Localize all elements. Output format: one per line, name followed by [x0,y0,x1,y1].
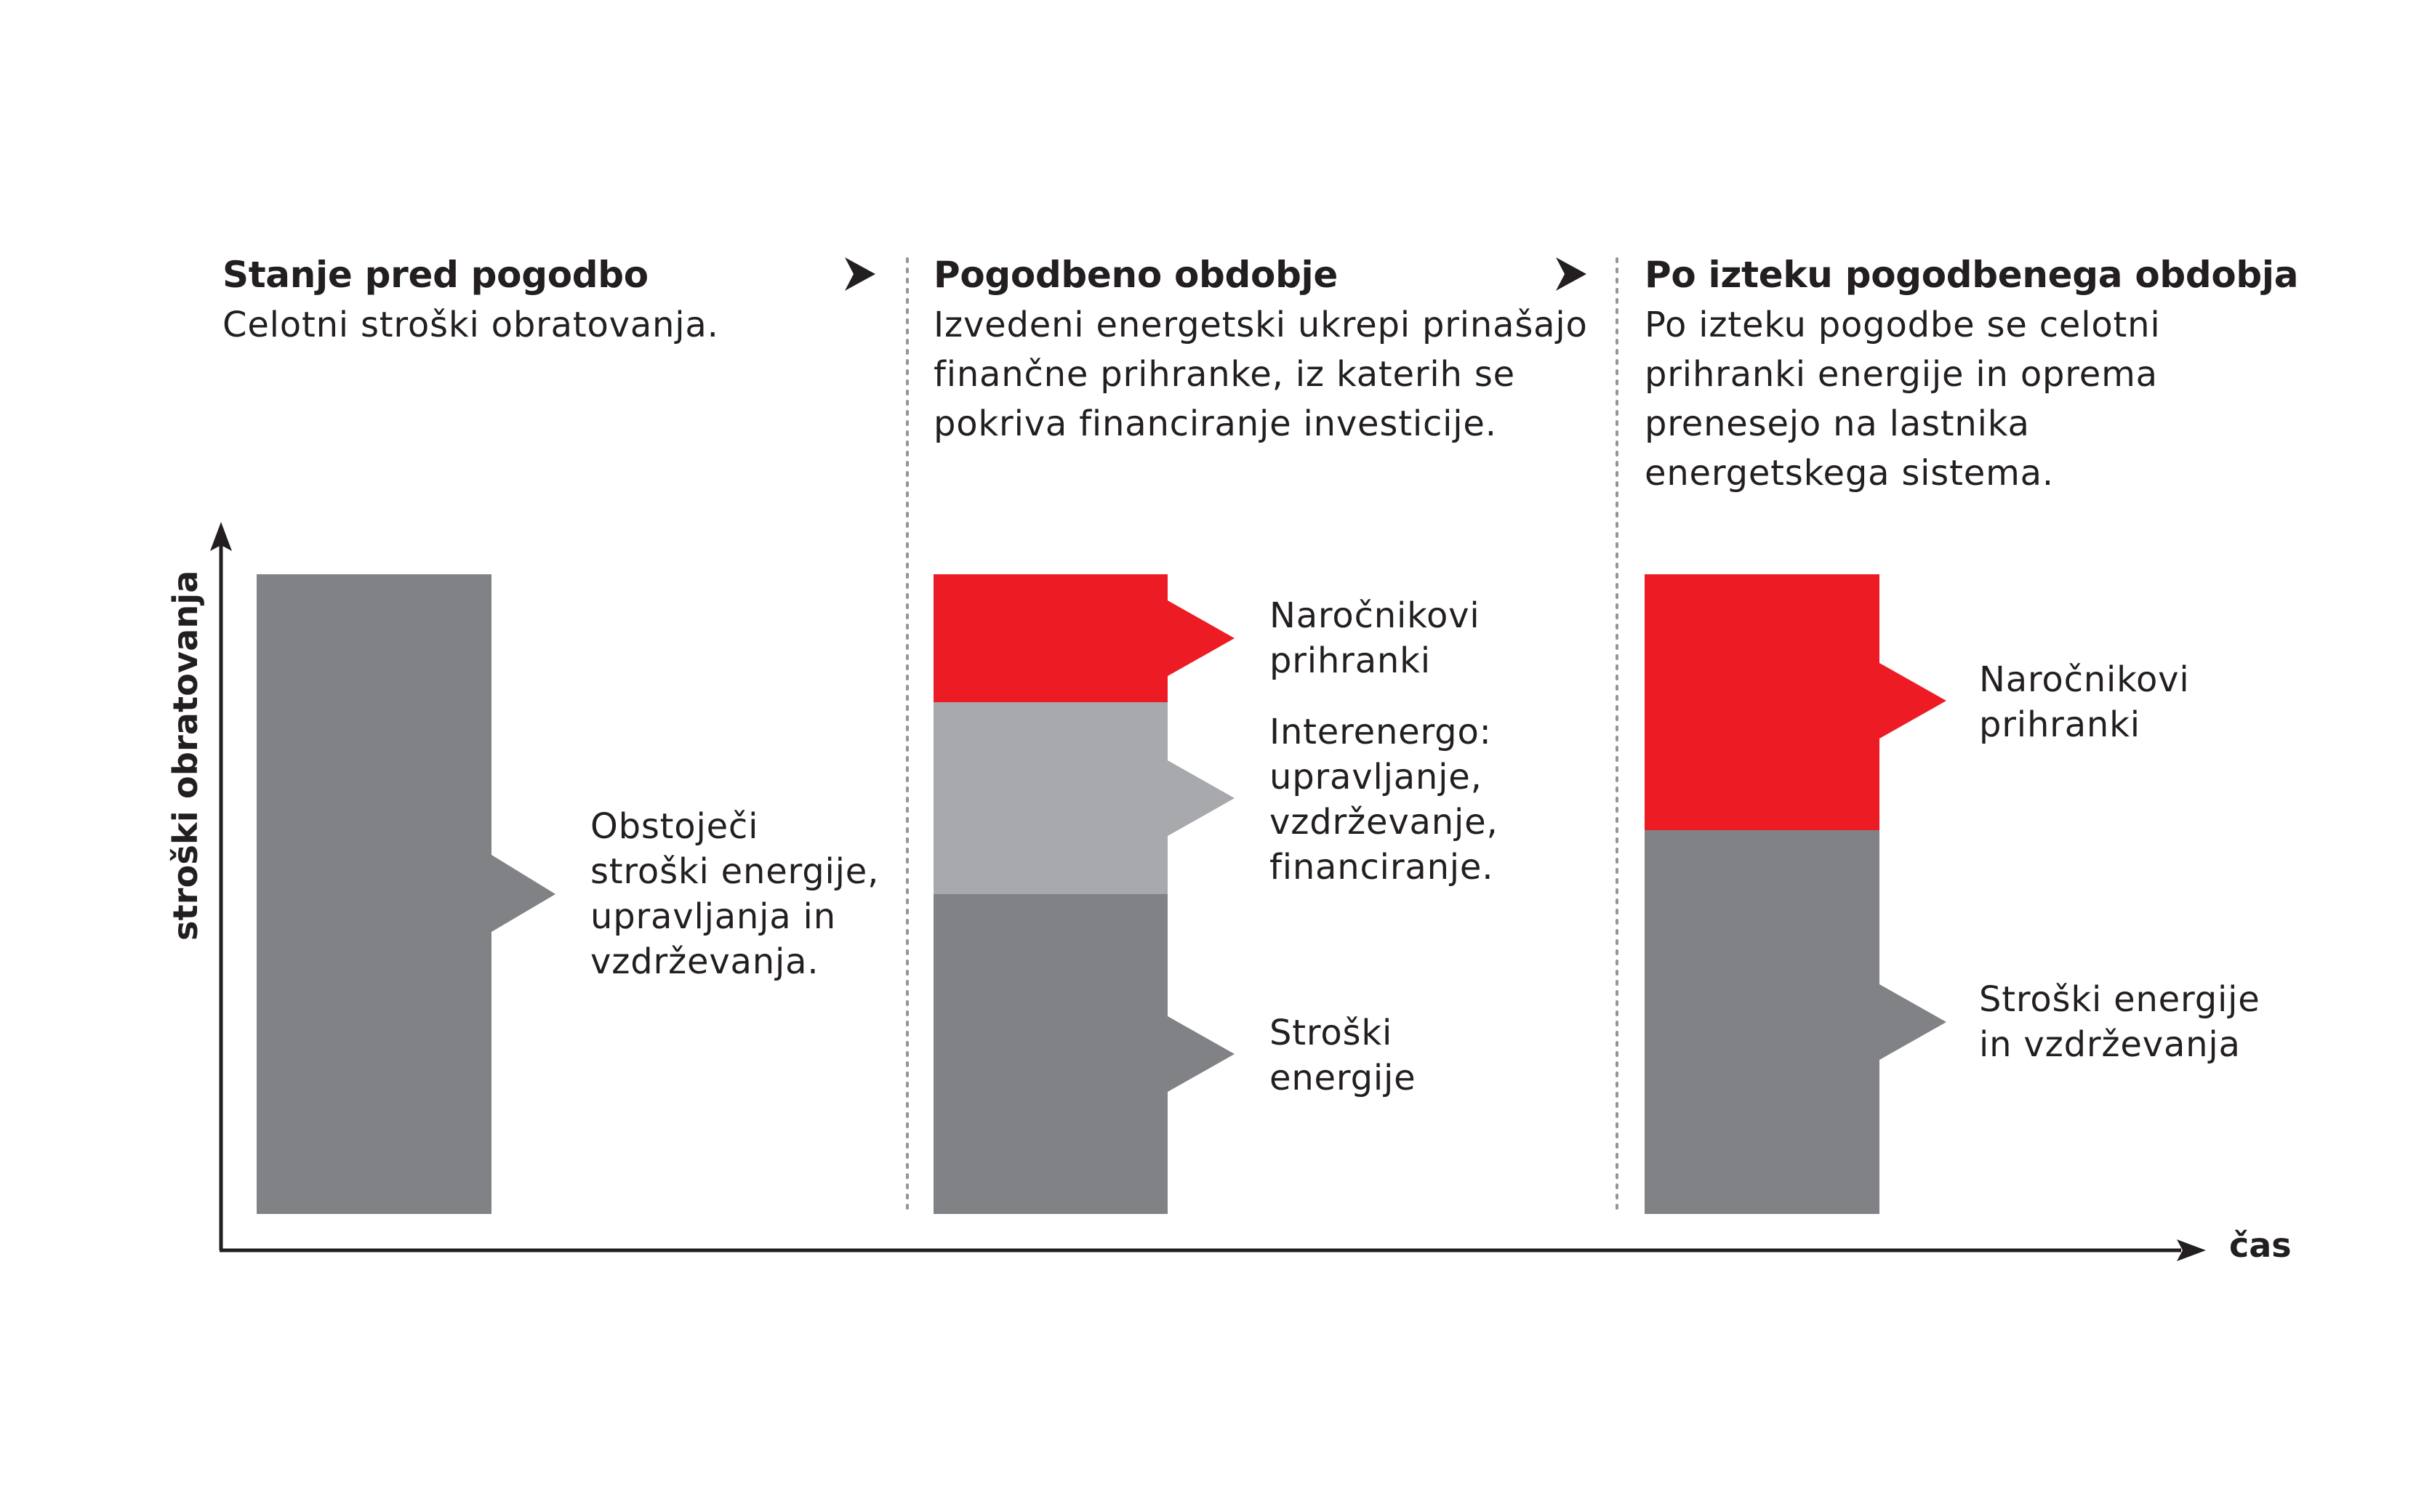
column-2-description: Izvedeni energetski ukrepi prinašajo fin… [934,305,1588,444]
column-2-energy-costs-label: Stroški energije [1269,1013,1416,1098]
column-3-energy-maintenance-bar [1645,830,1946,1214]
y-axis-label: stroški obratovanja [166,570,205,941]
column-2-title: Pogodbeno obdobje [934,254,1339,296]
column-2-interenergo-label: Interenergo: upravljanje, vzdrževanje, f… [1269,712,1498,888]
column-3-client-savings-bar [1645,574,1946,830]
column-3-title: Po izteku pogodbenega obdobja [1645,254,2299,296]
column-1-title: Stanje pred pogodbo [222,254,649,296]
column-2-interenergo-bar [934,702,1235,894]
column-1-existing-costs-bar [257,574,555,1214]
column-2-energy-costs-bar [934,894,1235,1214]
column-3-description: Po izteku pogodbe se celotni prihranki e… [1645,305,2161,494]
chevron-right-icon [845,257,875,291]
x-axis-label: čas [2229,1226,2292,1265]
column-3-client-savings-label: Naročnikovi prihranki [1979,659,2190,745]
x-axis-arrowhead [2177,1239,2206,1261]
column-3-energy-maintenance-label: Stroški energije in vzdrževanja [1979,979,2260,1065]
column-2-client-savings-label: Naročnikovi prihranki [1269,595,1480,681]
chevron-right-icon [1556,257,1586,291]
column-1-existing-costs-label: Obstoječi stroški energije, upravljanja … [590,806,880,982]
column-2-client-savings-bar [934,574,1235,702]
column-1-description: Celotni stroški obratovanja. [222,305,719,345]
y-axis-arrowhead [210,522,232,551]
